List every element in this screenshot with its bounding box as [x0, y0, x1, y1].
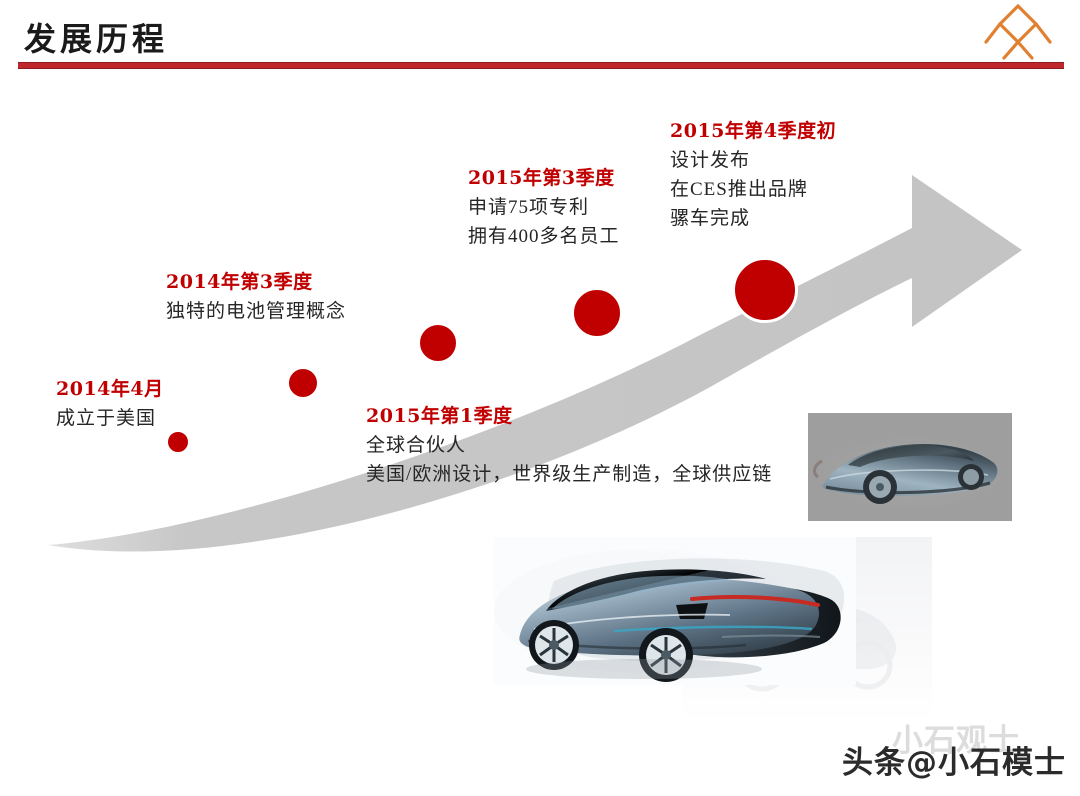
company-diamond-logo	[984, 3, 1052, 60]
milestone-line: 骡车完成	[670, 208, 751, 230]
milestone-line: 申请75项专利	[468, 196, 590, 218]
milestone-line: 成立于美国	[56, 407, 157, 429]
milestone-label-2014-04: 2014年4月 成立于美国	[56, 375, 164, 433]
milestone-title: 2015年第1季度	[366, 405, 513, 427]
milestone-line: 拥有400多名员工	[468, 225, 620, 247]
milestone-dot-2014-q3[interactable]	[286, 366, 320, 400]
concept-suv-sketch	[494, 537, 856, 685]
milestone-title: 2015年第4季度初	[670, 120, 837, 142]
milestone-line: 独特的电池管理概念	[166, 300, 347, 322]
milestone-dot-2015-q1[interactable]	[417, 322, 459, 364]
growth-arrow	[48, 175, 1022, 552]
milestone-line: 设计发布	[670, 149, 751, 171]
milestone-dot-2015-q3[interactable]	[571, 287, 623, 339]
milestone-dot-2014-04[interactable]	[165, 429, 191, 455]
milestone-title: 2014年第3季度	[166, 271, 313, 293]
milestone-title: 2014年4月	[56, 378, 164, 400]
milestone-dot-2015-q4[interactable]	[732, 257, 798, 323]
milestone-title: 2015年第3季度	[468, 167, 615, 189]
watermark-ghost-text: 小石观士	[892, 723, 1020, 759]
milestone-line: 美国/欧洲设计，世界级生产制造，全球供应链	[366, 463, 773, 485]
watermark-text: 头条@小石模士	[842, 745, 1066, 781]
concept-sedan-sketch	[808, 413, 1012, 521]
milestone-label-2014-q3: 2014年第3季度 独特的电池管理概念	[166, 268, 346, 326]
milestone-label-2015-q4: 2015年第4季度初 设计发布 在CES推出品牌 骡车完成	[670, 117, 836, 234]
page-title: 发展历程	[24, 20, 169, 58]
milestone-line: 在CES推出品牌	[670, 178, 808, 200]
title-divider-rule	[18, 62, 1064, 69]
milestone-line: 全球合伙人	[366, 434, 467, 456]
milestone-label-2015-q3: 2015年第3季度 申请75项专利 拥有400多名员工	[468, 164, 620, 251]
milestone-label-2015-q1: 2015年第1季度 全球合伙人 美国/欧洲设计，世界级生产制造，全球供应链	[366, 402, 772, 489]
